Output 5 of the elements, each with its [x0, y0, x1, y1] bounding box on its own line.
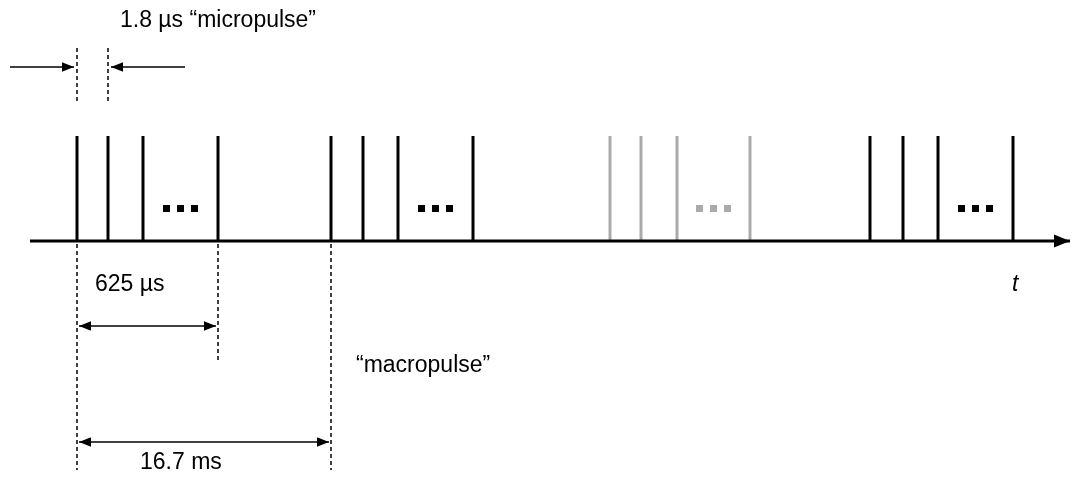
- pulse-label: “macropulse”: [356, 353, 491, 376]
- axis-label: t: [1012, 272, 1019, 295]
- dimension-label: 16.7 ms: [140, 450, 222, 473]
- dimension-label: 625 µs: [95, 272, 165, 295]
- dimension-label: 1.8 µs “micropulse”: [120, 8, 317, 31]
